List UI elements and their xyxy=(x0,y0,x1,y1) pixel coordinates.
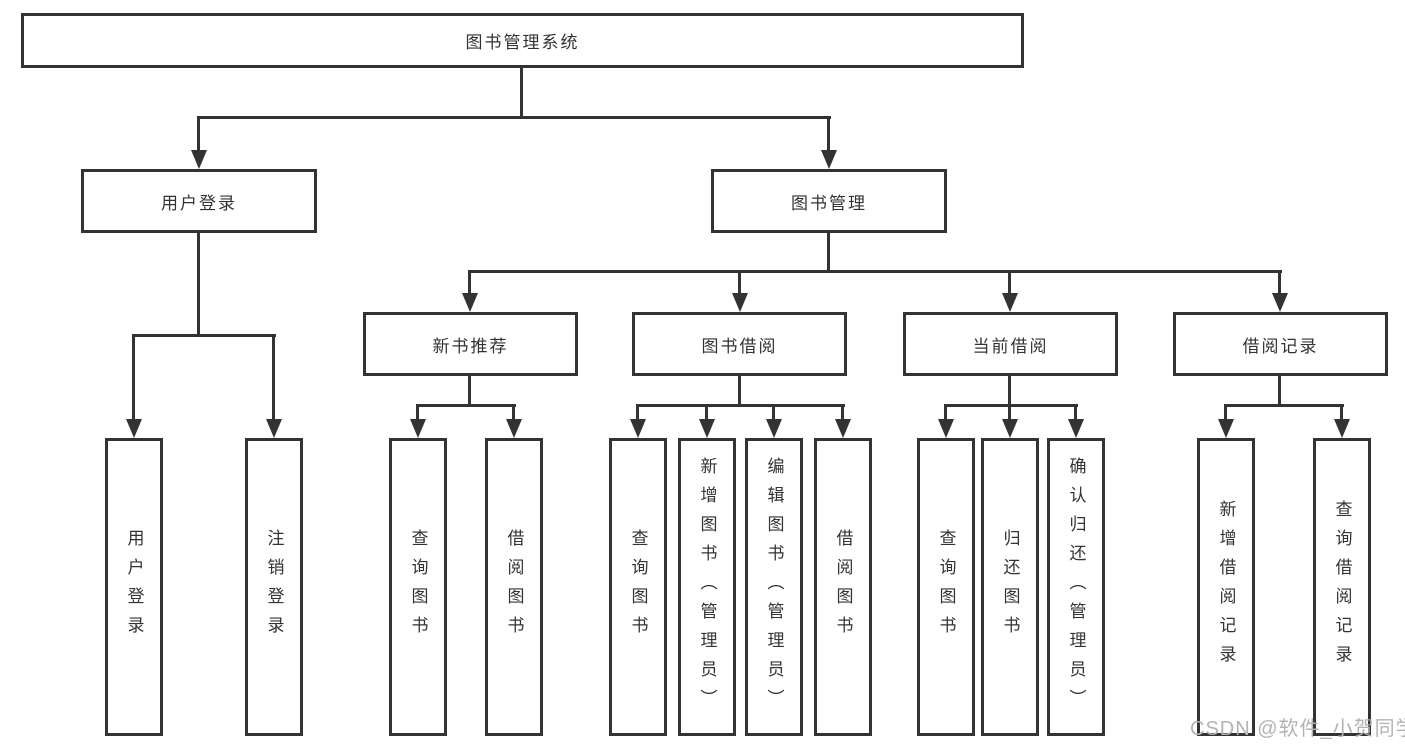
node-book-management: 图书管理 xyxy=(711,169,947,233)
leaf-user-login: 用户登录 xyxy=(105,438,163,736)
leaf-edit-book-admin: 编辑图书（管理员） xyxy=(745,438,803,736)
node-new-book-recommend: 新书推荐 xyxy=(363,312,578,376)
node-root: 图书管理系统 xyxy=(21,13,1024,68)
arrowhead-icon xyxy=(766,419,782,438)
connector-line xyxy=(1008,406,1011,421)
connector-line xyxy=(841,406,844,421)
connector-line xyxy=(272,336,275,421)
connector-line xyxy=(197,233,200,336)
connector-line xyxy=(827,118,830,152)
arrowhead-icon xyxy=(1272,293,1288,312)
connector-line xyxy=(520,68,523,118)
connector-line xyxy=(705,406,708,421)
arrowhead-icon xyxy=(1002,293,1018,312)
arrowhead-icon xyxy=(699,419,715,438)
connector-line xyxy=(197,118,200,152)
leaf-logout: 注销登录 xyxy=(245,438,303,736)
connector-line xyxy=(944,404,1078,407)
connector-line xyxy=(1340,406,1343,421)
arrowhead-icon xyxy=(126,419,142,438)
node-borrow-records: 借阅记录 xyxy=(1173,312,1388,376)
leaf-query-books-current: 查询图书 xyxy=(917,438,975,736)
connector-line xyxy=(1224,404,1344,407)
connector-line xyxy=(416,404,516,407)
connector-line xyxy=(738,272,741,295)
leaf-return-books: 归还图书 xyxy=(981,438,1039,736)
leaf-query-borrow-record: 查询借阅记录 xyxy=(1313,438,1371,736)
arrowhead-icon xyxy=(938,419,954,438)
arrowhead-icon xyxy=(410,419,426,438)
arrowhead-icon xyxy=(1334,419,1350,438)
arrowhead-icon xyxy=(732,293,748,312)
connector-line xyxy=(772,406,775,421)
arrowhead-icon xyxy=(1002,419,1018,438)
connector-line xyxy=(1278,272,1281,295)
arrowhead-icon xyxy=(506,419,522,438)
leaf-query-books-recommend: 查询图书 xyxy=(389,438,447,736)
connector-line xyxy=(468,270,1282,273)
connector-line xyxy=(512,406,515,421)
leaf-add-book-admin: 新增图书（管理员） xyxy=(678,438,736,736)
leaf-query-books-borrow: 查询图书 xyxy=(609,438,667,736)
watermark: CSDN @软件_小贺同学 xyxy=(1190,718,1405,740)
connector-line xyxy=(636,404,845,407)
node-user-login: 用户登录 xyxy=(81,169,317,233)
leaf-confirm-return-admin: 确认归还（管理员） xyxy=(1047,438,1105,736)
connector-line xyxy=(197,116,831,119)
connector-line xyxy=(827,233,830,272)
arrowhead-icon xyxy=(462,293,478,312)
leaf-add-borrow-record: 新增借阅记录 xyxy=(1197,438,1255,736)
connector-line xyxy=(1008,272,1011,295)
connector-line xyxy=(1278,376,1281,406)
connector-line xyxy=(468,376,471,406)
arrowhead-icon xyxy=(821,150,837,169)
arrowhead-icon xyxy=(1068,419,1084,438)
connector-line xyxy=(416,406,419,421)
connector-line xyxy=(132,336,135,421)
leaf-borrow-books-recommend: 借阅图书 xyxy=(485,438,543,736)
connector-line xyxy=(1008,376,1011,406)
connector-line xyxy=(1074,406,1077,421)
connector-line xyxy=(1224,406,1227,421)
node-book-borrow: 图书借阅 xyxy=(632,312,847,376)
arrowhead-icon xyxy=(266,419,282,438)
arrowhead-icon xyxy=(835,419,851,438)
arrowhead-icon xyxy=(1218,419,1234,438)
node-current-borrow: 当前借阅 xyxy=(903,312,1118,376)
connector-line xyxy=(468,272,471,295)
connector-line xyxy=(738,376,741,406)
arrowhead-icon xyxy=(191,150,207,169)
arrowhead-icon xyxy=(630,419,646,438)
connector-line xyxy=(944,406,947,421)
connector-line xyxy=(132,334,276,337)
connector-line xyxy=(636,406,639,421)
leaf-borrow-books: 借阅图书 xyxy=(814,438,872,736)
